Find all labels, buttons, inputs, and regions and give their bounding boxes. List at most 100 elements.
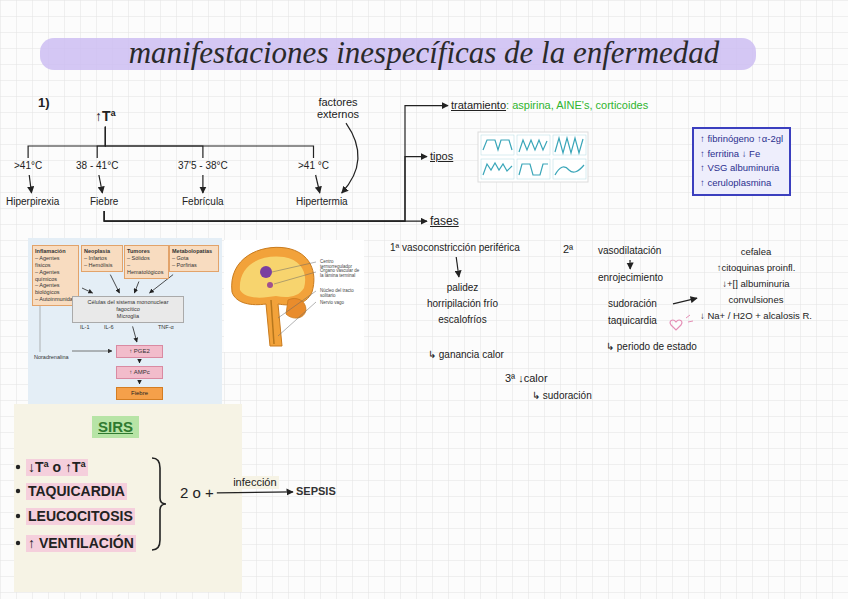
node-text: Microglía	[75, 313, 181, 320]
connector	[139, 361, 140, 363]
connector	[134, 282, 139, 294]
node-text: – Autoinmunidad	[35, 296, 76, 303]
node-text: Metabolopatías	[172, 248, 216, 255]
heart-doodle	[670, 320, 682, 330]
connector	[629, 260, 630, 269]
connector	[105, 127, 202, 158]
note-label: ↳ ganancia calor	[428, 349, 504, 361]
node-text: ↓ Na+ / H2O + alcalosis R.	[700, 308, 812, 324]
bullets	[16, 465, 20, 545]
node-text: Hipertermia	[296, 196, 348, 208]
node-text: – Infartos	[84, 255, 120, 262]
node-text: Inflamación	[35, 248, 76, 255]
connector	[104, 211, 427, 221]
node-text: vasodilatación	[598, 245, 661, 257]
node-text: – Agentes químicos	[35, 269, 76, 283]
node-text: sudoración taquicardia	[608, 295, 670, 329]
connector	[110, 275, 119, 293]
note-node: Neoplasia– Infartos– Hemólisis	[81, 245, 123, 272]
node-text: Neoplasia	[84, 248, 120, 255]
note-node: 37'5 - 38°C	[178, 160, 228, 172]
node-text: Hiperpirexia	[6, 196, 59, 208]
node-text: ↑ AMPc	[119, 369, 160, 376]
connector	[342, 123, 358, 193]
figure-leader	[40, 300, 41, 352]
note-node: tratamiento: aspirina, AINE's, corticoid…	[451, 99, 648, 112]
node-text: 2 o +	[180, 484, 214, 502]
connector	[202, 175, 203, 193]
note-node: ↑Tª	[95, 108, 116, 125]
node-text: ↑ fibrinógeno ↑α-2gl	[700, 132, 783, 147]
note-node: ↑ fibrinógeno ↑α-2gl↑ ferritina ↓ Fe↑ VS…	[692, 127, 791, 196]
node-text: factores externos	[312, 96, 364, 120]
note-label: ↑ VENTILACIÓN	[26, 535, 136, 552]
note-label: ↓Tª o ↑Tª	[26, 459, 88, 476]
curly-brace	[152, 458, 166, 550]
note-node: enrojecimiento	[598, 272, 663, 284]
note-node: Febrícula	[182, 196, 224, 208]
node-text: ↑Tª	[95, 108, 116, 125]
note-node: tipos	[430, 150, 453, 163]
note-label: IL-1	[80, 324, 89, 331]
note-node: >41°C	[14, 160, 42, 172]
note-node: Células del sistema mononuclear fagocíti…	[72, 296, 184, 323]
connector	[29, 175, 31, 193]
note-node: 1ª vasoconstricción periférica	[390, 242, 520, 254]
node-text: ↓+[] albuminuria	[700, 276, 812, 292]
node-text: – Porfirias	[172, 262, 216, 269]
node-text: >41 °C	[298, 160, 329, 172]
node-text: Fiebre	[90, 196, 118, 208]
brain-illustration	[224, 240, 364, 352]
connector	[99, 175, 103, 193]
edge-label: infección	[231, 476, 278, 489]
note-node: ↑ AMPc	[116, 366, 163, 379]
node-text: 3ª ↓calor	[505, 372, 548, 385]
node-text: SIRS	[98, 418, 133, 436]
connector	[456, 257, 459, 277]
node-text: >41°C	[14, 160, 42, 172]
node-text: ↑citoquinas proinfl.	[700, 260, 812, 276]
note-label: Nervio vago	[320, 300, 360, 305]
node-text: – Gota	[172, 255, 216, 262]
note-node: ↑ PGE2	[116, 345, 163, 358]
note-node: cefalea↑citoquinas proinfl.↓+[] albuminu…	[700, 244, 812, 324]
sirs-panel	[14, 404, 242, 592]
connector	[104, 106, 448, 222]
connector	[316, 175, 320, 193]
connector	[82, 288, 93, 293]
connector	[104, 157, 427, 222]
note-node: >41 °C	[298, 160, 329, 172]
note-node: 3ª ↓calor	[505, 372, 548, 385]
note-node: fases	[430, 214, 459, 228]
node-text: ↑ PGE2	[119, 348, 160, 355]
note-label: IL-6	[104, 324, 113, 331]
note-node: Fiebre	[90, 196, 118, 208]
figure-panel	[28, 238, 222, 408]
note-node: SIRS	[92, 416, 139, 438]
note-node: 2 o +	[180, 484, 214, 502]
node-text: cefalea	[700, 244, 812, 260]
fever-type-graphs	[478, 132, 588, 182]
node-text: SEPSIS	[296, 485, 336, 498]
node-text: Células del sistema mononuclear fagocíti…	[75, 299, 181, 313]
connector	[133, 326, 137, 342]
node-text: tipos	[430, 150, 453, 163]
note-label: Noradrenalina	[34, 354, 69, 361]
heart-doodle-strokes	[686, 315, 693, 322]
connector	[217, 491, 293, 493]
note-node: 38 - 41°C	[76, 160, 118, 172]
note-label: Órgano vascular de la lámina terminal	[320, 268, 360, 279]
node-text: – Sólidos	[127, 255, 166, 262]
note-label: ↳ periodo de estado	[606, 341, 697, 353]
node-text: Febrícula	[182, 196, 224, 208]
note-node: Fiebre	[116, 387, 163, 400]
connector	[673, 298, 697, 304]
connector	[97, 127, 105, 158]
node-text: – Hematológicos	[127, 262, 166, 276]
node-text: 1ª vasoconstricción periférica	[390, 242, 520, 254]
node-text: ↑ ceruloplasmina	[700, 176, 783, 191]
node-text: Tumores	[127, 248, 166, 255]
node-text: ↑ ferritina ↓ Fe	[700, 147, 783, 162]
note-label: Núcleo del tracto solitario	[320, 288, 360, 299]
